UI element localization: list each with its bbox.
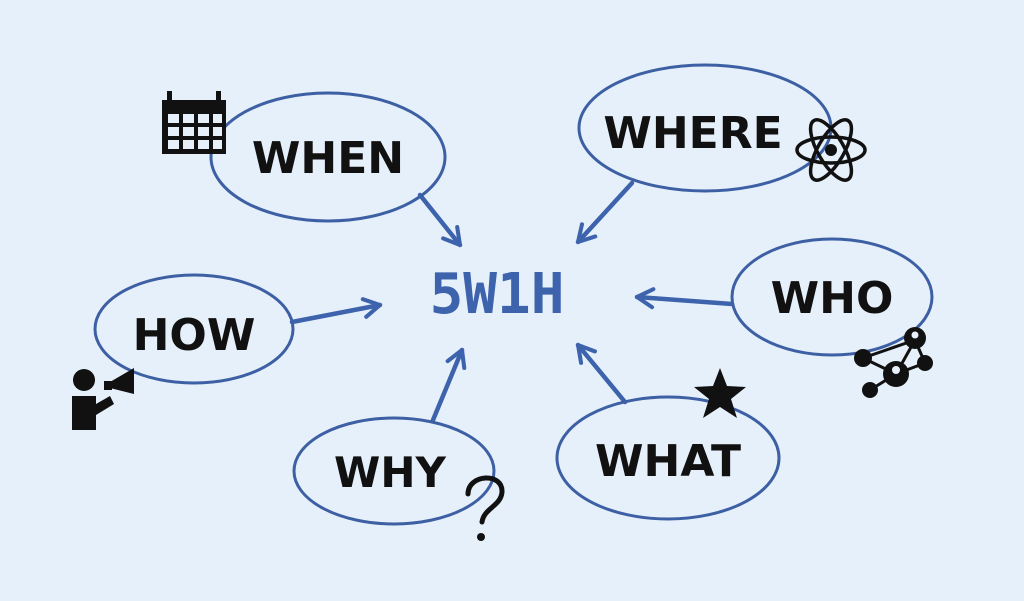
node-where: WHERE: [577, 63, 833, 193]
node-why: WHY: [292, 416, 496, 526]
arrow-where: [575, 180, 635, 245]
calendar-icon: [162, 91, 226, 154]
node-when: WHEN: [209, 91, 447, 223]
arrow-what: [575, 342, 628, 405]
label-how: HOW: [133, 310, 256, 361]
label-who: WHO: [771, 273, 894, 324]
bubble-how: [93, 273, 295, 385]
label-when: WHEN: [252, 133, 404, 184]
bubble-when: [209, 91, 447, 223]
arrow-when: [417, 192, 463, 248]
center-label: 5W1H: [430, 262, 565, 327]
arrow-how: [289, 297, 383, 325]
bubble-what: [555, 395, 781, 521]
label-what: WHAT: [595, 436, 741, 487]
node-how: HOW: [93, 273, 295, 385]
label-where: WHERE: [603, 108, 782, 159]
node-who: WHO: [730, 237, 934, 357]
bubble-who: [730, 237, 934, 357]
arrow-why: [430, 347, 467, 423]
node-what: WHAT: [555, 395, 781, 521]
label-why: WHY: [334, 448, 446, 497]
network-people-icon: [854, 327, 933, 398]
megaphone-person-icon: [72, 368, 134, 430]
star-icon: [694, 368, 746, 418]
bubble-why: [292, 416, 496, 526]
atom-icon: [795, 118, 867, 182]
question-mark-icon: [465, 475, 505, 541]
arrow-who: [634, 287, 735, 310]
